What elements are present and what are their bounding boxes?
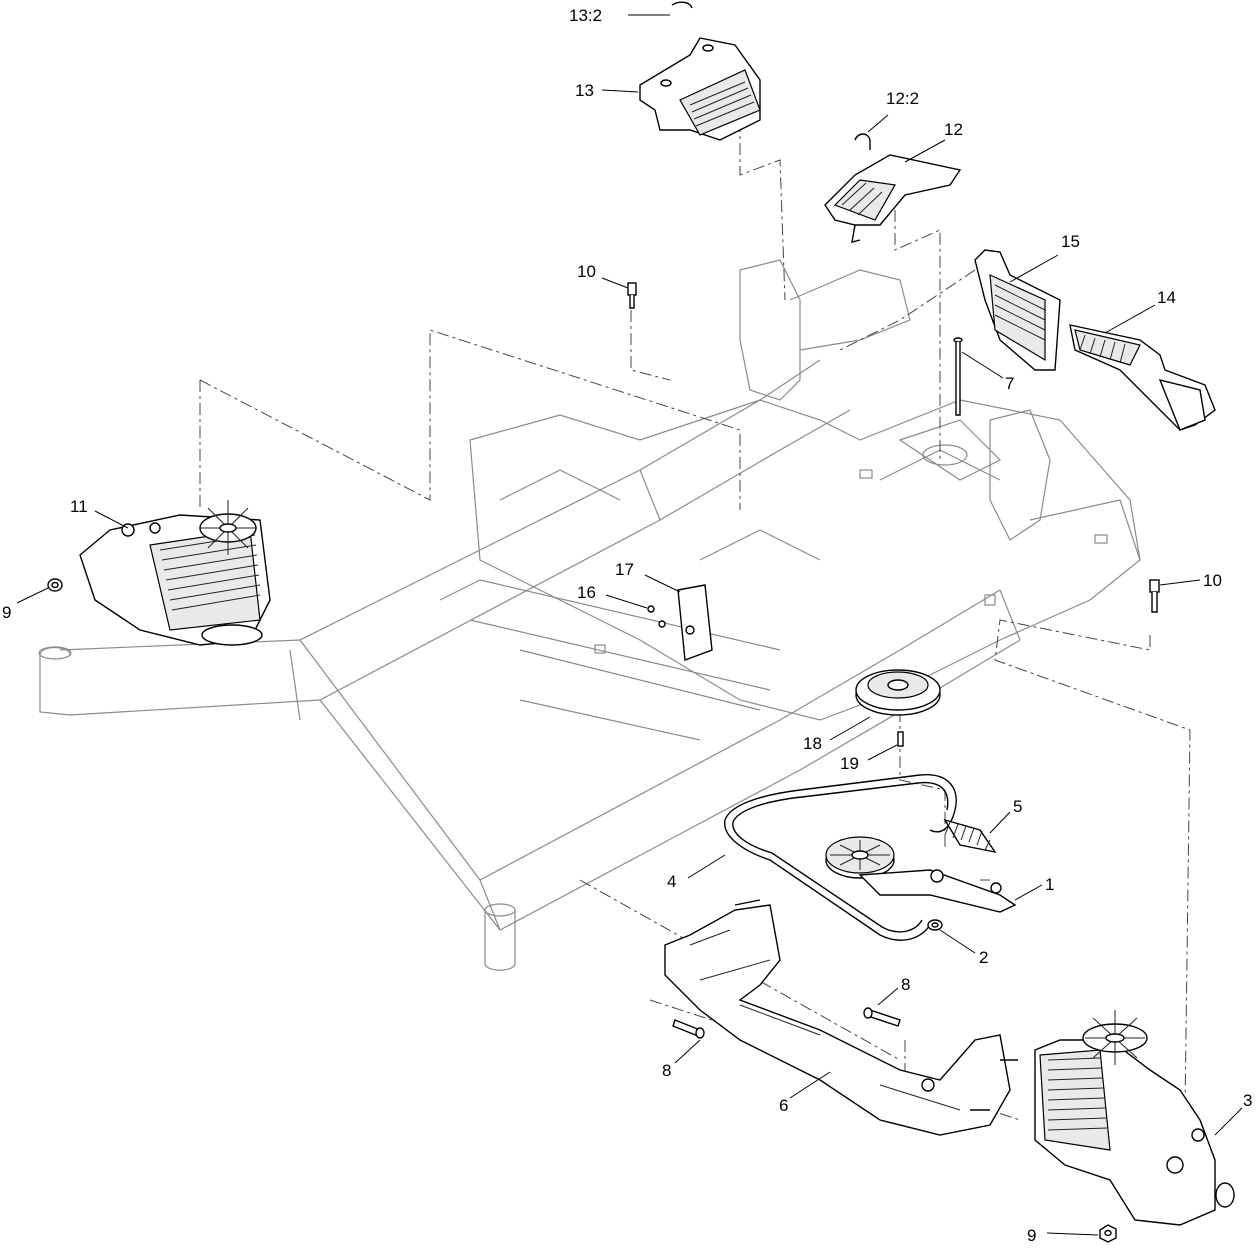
leader-lines: [16, 14, 1243, 1236]
part-12-cover: [824, 133, 962, 243]
callout-3: 3: [1243, 1091, 1252, 1110]
callout-8-left: 8: [662, 1061, 671, 1080]
bolt-10-right: [1149, 579, 1160, 613]
callout-7: 7: [1005, 374, 1014, 393]
part-6-crossmember: [664, 899, 1018, 1136]
callout-19: 19: [840, 754, 859, 773]
part-13-cover: [639, 1, 761, 141]
pin-8-right: [863, 1007, 901, 1027]
callout-15: 15: [1061, 232, 1080, 251]
part-17-bracket: [677, 584, 713, 661]
part-3-transaxle-right: [1034, 1010, 1235, 1226]
bolt-7: [953, 337, 963, 416]
callout-11: 11: [70, 497, 88, 516]
callout-labels: 13:2 13 12:2 12 15 14 10 7 11 9 17 16 10…: [2, 6, 1252, 1245]
nut-9-right: [1099, 1224, 1117, 1243]
frame-ghost: [38, 259, 1141, 971]
spacer-2: [927, 919, 943, 931]
callout-2: 2: [979, 948, 988, 967]
callout-1: 1: [1045, 875, 1054, 894]
callout-6: 6: [779, 1096, 788, 1115]
key-19: [897, 731, 904, 747]
callout-12: 12: [944, 120, 963, 139]
part-18-pulley: [855, 669, 941, 716]
callout-14: 14: [1157, 288, 1176, 307]
pin-8-left: [672, 1019, 705, 1039]
callout-18: 18: [803, 734, 822, 753]
callout-9-right: 9: [1027, 1226, 1036, 1245]
callout-10-right: 10: [1203, 571, 1222, 590]
screw-16: [647, 605, 666, 628]
callout-10-top: 10: [577, 262, 596, 281]
callout-5: 5: [1013, 797, 1022, 816]
spring-5: [943, 818, 997, 854]
part-15-screen: [974, 249, 1061, 371]
callout-8-right: 8: [901, 975, 910, 994]
part-1-idler-arm: [825, 836, 1017, 913]
part-11-transaxle-left: [79, 500, 271, 646]
callout-4: 4: [667, 872, 676, 891]
callout-9-left: 9: [2, 603, 11, 622]
callout-16: 16: [577, 583, 596, 602]
callout-12-2: 12:2: [886, 89, 919, 108]
callout-13-2: 13:2: [569, 6, 602, 25]
callout-13: 13: [575, 81, 594, 100]
bolt-10-top: [627, 282, 637, 309]
callout-17: 17: [615, 560, 634, 579]
part-14-shroud: [1069, 324, 1216, 431]
nut-9-left: [47, 578, 63, 592]
part-4-belt: [724, 774, 957, 941]
